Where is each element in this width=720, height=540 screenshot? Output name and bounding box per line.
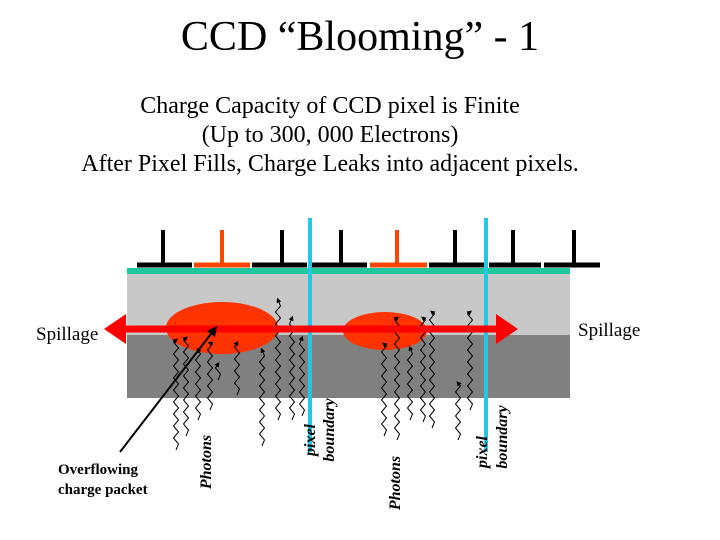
photon-path-6	[233, 340, 241, 396]
pixel-boundary-label-1-line-1: pixel	[302, 424, 319, 456]
photon-path-9	[288, 315, 296, 421]
spillage-label-left: Spillage	[36, 324, 99, 345]
photon-path-13	[406, 345, 414, 421]
photon-path-10	[298, 335, 306, 417]
pixel-boundary-label-1-line-2: boundary	[321, 398, 338, 462]
subtitle-line-2: (Up to 300, 000 Electrons)	[201, 122, 459, 148]
slide-title: CCD “Blooming” - 1	[180, 14, 540, 60]
subtitle-line-3: After Pixel Fills, Charge Leaks into adj…	[81, 151, 579, 177]
pixel-boundary-label-2-line-2: boundary	[494, 405, 511, 469]
photon-path-17	[466, 310, 474, 411]
subtitle-line-1: Charge Capacity of CCD pixel is Finite	[140, 93, 520, 119]
spillage-arrowhead-right	[496, 314, 518, 344]
photon-path-3	[194, 347, 202, 421]
overflow-label-line-1: Overflowing	[58, 462, 138, 478]
photon-path-11	[380, 342, 388, 437]
photon-path-2	[182, 336, 190, 437]
pixel-boundary-label-2-line-1: pixel	[474, 436, 491, 468]
spillage-arrowhead-left	[104, 314, 126, 344]
spillage-label-right: Spillage	[578, 320, 641, 341]
photon-path-12	[393, 316, 401, 441]
photon-path-8	[274, 297, 282, 421]
photon-path-4	[206, 341, 214, 411]
photon-path-5	[214, 361, 222, 381]
photons-label-2: Photons	[387, 455, 404, 511]
photon-path-16	[454, 381, 462, 441]
photon-path-1	[172, 338, 180, 451]
overflow-label-line-2: charge packet	[58, 482, 148, 498]
photons-label-1: Photons	[198, 434, 215, 490]
overflow-pointer-arrow	[119, 326, 218, 453]
oxide-layer	[127, 268, 570, 274]
slide-subtitle: Charge Capacity of CCD pixel is Finite (…	[0, 92, 660, 179]
gate-electrodes	[137, 230, 600, 268]
photon-path-7	[258, 347, 266, 447]
